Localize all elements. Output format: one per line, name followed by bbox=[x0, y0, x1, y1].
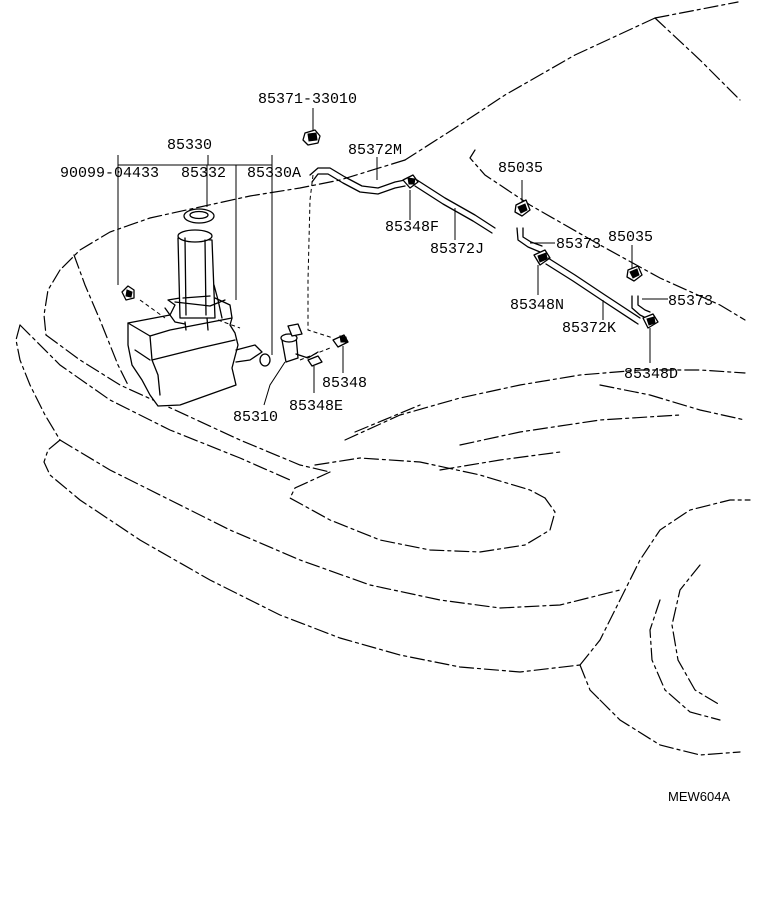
label-85372k: 85372K bbox=[562, 320, 616, 337]
washer-tank bbox=[127, 229, 263, 407]
connector-85348d bbox=[642, 313, 659, 329]
label-85310: 85310 bbox=[233, 409, 278, 426]
label-85348n: 85348N bbox=[510, 297, 564, 314]
label-85348d: 85348D bbox=[624, 366, 678, 383]
hose-85373-front bbox=[516, 227, 543, 253]
label-85371-33010: 85371-33010 bbox=[258, 91, 357, 108]
label-85372m: 85372M bbox=[348, 142, 402, 159]
label-85330: 85330 bbox=[167, 137, 212, 154]
grommet-85330a bbox=[259, 353, 271, 367]
connector-85348 bbox=[332, 334, 349, 348]
hose-85372m bbox=[309, 167, 406, 195]
label-85330a: 85330A bbox=[247, 165, 301, 182]
clip-90099 bbox=[121, 285, 135, 301]
label-85035-rear: 85035 bbox=[608, 229, 653, 246]
part-labels: 85371-33010 85330 90099-04433 85332 8533… bbox=[60, 91, 730, 804]
label-85348e: 85348E bbox=[289, 398, 343, 415]
label-85332: 85332 bbox=[181, 165, 226, 182]
hose-85372j bbox=[414, 179, 496, 234]
connector-85348f bbox=[402, 174, 419, 189]
nozzle-85035-front bbox=[514, 199, 531, 217]
car-body-outline bbox=[15, 1, 751, 756]
label-85348: 85348 bbox=[322, 375, 367, 392]
label-85348f: 85348F bbox=[385, 219, 439, 236]
pump-85310 bbox=[280, 323, 323, 367]
group-bracket-85330 bbox=[117, 155, 273, 355]
label-85372j: 85372J bbox=[430, 241, 484, 258]
nozzle-85371 bbox=[302, 129, 321, 146]
label-85373-rear: 85373 bbox=[668, 293, 713, 310]
leader-lines bbox=[263, 108, 668, 406]
cap-85332 bbox=[183, 208, 215, 224]
diagram-code: MEW604A bbox=[668, 789, 730, 804]
nozzle-85035-rear bbox=[626, 265, 643, 282]
label-85035-front: 85035 bbox=[498, 160, 543, 177]
hose-85373-rear bbox=[631, 295, 651, 319]
hose-85372k bbox=[545, 257, 641, 325]
connector-85348n bbox=[533, 249, 551, 266]
label-90099-04433: 90099-04433 bbox=[60, 165, 159, 182]
hose-routing bbox=[139, 174, 334, 361]
label-85373-front: 85373 bbox=[556, 236, 601, 253]
